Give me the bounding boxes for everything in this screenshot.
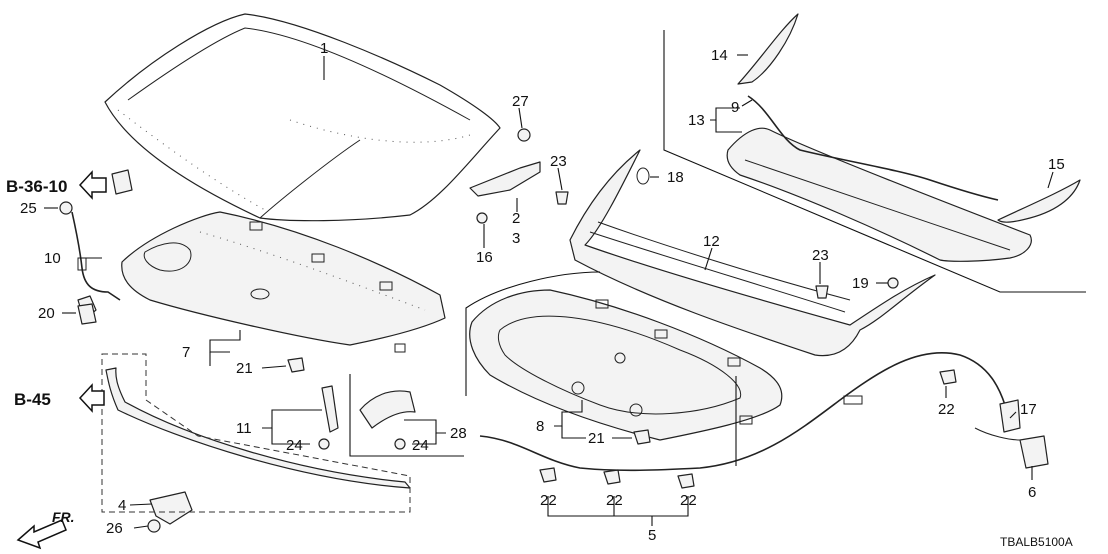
clip-21-a bbox=[287, 357, 305, 373]
bracket-6 bbox=[1019, 435, 1049, 469]
cable-connector bbox=[843, 395, 863, 405]
cowl-top-panel bbox=[726, 95, 1032, 262]
label-23b: 23 bbox=[812, 247, 829, 264]
hood-release-cable bbox=[479, 351, 1006, 472]
label-3: 3 bbox=[512, 230, 520, 247]
label-22b: 22 bbox=[606, 492, 623, 509]
b45-arrow bbox=[78, 383, 105, 413]
label-26: 26 bbox=[106, 520, 123, 537]
label-20: 20 bbox=[38, 305, 55, 322]
hood-inner-frame bbox=[469, 289, 783, 441]
label-13: 13 bbox=[688, 112, 705, 129]
bracket-28 bbox=[359, 390, 416, 429]
label-15: 15 bbox=[1048, 156, 1065, 173]
bolt-27 bbox=[517, 128, 531, 142]
label-19: 19 bbox=[852, 275, 869, 292]
label-25: 25 bbox=[20, 200, 37, 217]
hinge-2-3 bbox=[469, 161, 541, 197]
label-24b: 24 bbox=[412, 437, 429, 454]
hood-panel-frame bbox=[465, 271, 601, 396]
label-21a: 21 bbox=[236, 360, 253, 377]
label-6: 6 bbox=[1028, 484, 1036, 501]
label-4: 4 bbox=[118, 497, 126, 514]
clip-22-a bbox=[539, 467, 557, 483]
label-24a: 24 bbox=[286, 437, 303, 454]
cowl-cover bbox=[569, 149, 936, 357]
diagram-code: TBALB5100A bbox=[1000, 535, 1073, 549]
label-22c: 22 bbox=[680, 492, 697, 509]
clip-23-b bbox=[815, 285, 829, 299]
label-28: 28 bbox=[450, 425, 467, 442]
label-27: 27 bbox=[512, 93, 529, 110]
clip-25 bbox=[59, 201, 73, 215]
hood-insulator bbox=[121, 211, 446, 353]
bracket-frame bbox=[349, 374, 464, 457]
label-5: 5 bbox=[648, 527, 656, 544]
b3610-component bbox=[111, 169, 133, 195]
label-8: 8 bbox=[536, 418, 544, 435]
clip-21-b bbox=[633, 429, 651, 445]
bolt-26 bbox=[147, 519, 161, 533]
bolt-16 bbox=[476, 212, 488, 224]
cowl-frame bbox=[663, 30, 1086, 293]
label-11: 11 bbox=[236, 420, 252, 437]
lever-20 bbox=[77, 303, 97, 325]
label-12: 12 bbox=[703, 233, 720, 250]
latch-4 bbox=[149, 491, 193, 525]
label-16: 16 bbox=[476, 249, 493, 266]
label-9: 9 bbox=[731, 99, 739, 116]
label-2: 2 bbox=[512, 210, 520, 227]
label-21b: 21 bbox=[588, 430, 605, 447]
clip-23-a bbox=[555, 191, 569, 205]
front-direction-arrow bbox=[16, 519, 67, 550]
label-7: 7 bbox=[182, 344, 190, 361]
clip-22-b bbox=[603, 469, 621, 485]
front-molding-strip bbox=[105, 367, 411, 489]
hood-panel bbox=[104, 13, 501, 222]
molding-dashed-outline bbox=[101, 353, 411, 513]
leader-lines bbox=[44, 54, 1054, 529]
latch-17 bbox=[999, 399, 1021, 433]
label-14: 14 bbox=[711, 47, 728, 64]
clip-24-a bbox=[318, 438, 330, 450]
hood-opener-cable bbox=[71, 211, 121, 321]
grommet-18 bbox=[636, 167, 650, 185]
ref-b45[interactable]: B-45 bbox=[14, 390, 51, 409]
label-22a: 22 bbox=[540, 492, 557, 509]
side-seal bbox=[997, 179, 1081, 223]
seal-upper bbox=[737, 13, 799, 85]
ref-b3610[interactable]: B-36-10 bbox=[6, 177, 67, 196]
bracket-11 bbox=[321, 385, 339, 433]
clip-22-d bbox=[939, 369, 957, 385]
label-17: 17 bbox=[1020, 401, 1037, 418]
label-23a: 23 bbox=[550, 153, 567, 170]
label-22d: 22 bbox=[938, 401, 955, 418]
clip-19 bbox=[887, 277, 899, 289]
front-direction-label: FR. bbox=[52, 509, 75, 525]
label-18: 18 bbox=[667, 169, 684, 186]
clip-24-b bbox=[394, 438, 406, 450]
b3610-arrow bbox=[78, 170, 107, 200]
clip-22-c bbox=[677, 473, 695, 489]
label-1: 1 bbox=[320, 40, 328, 57]
label-10: 10 bbox=[44, 250, 61, 267]
